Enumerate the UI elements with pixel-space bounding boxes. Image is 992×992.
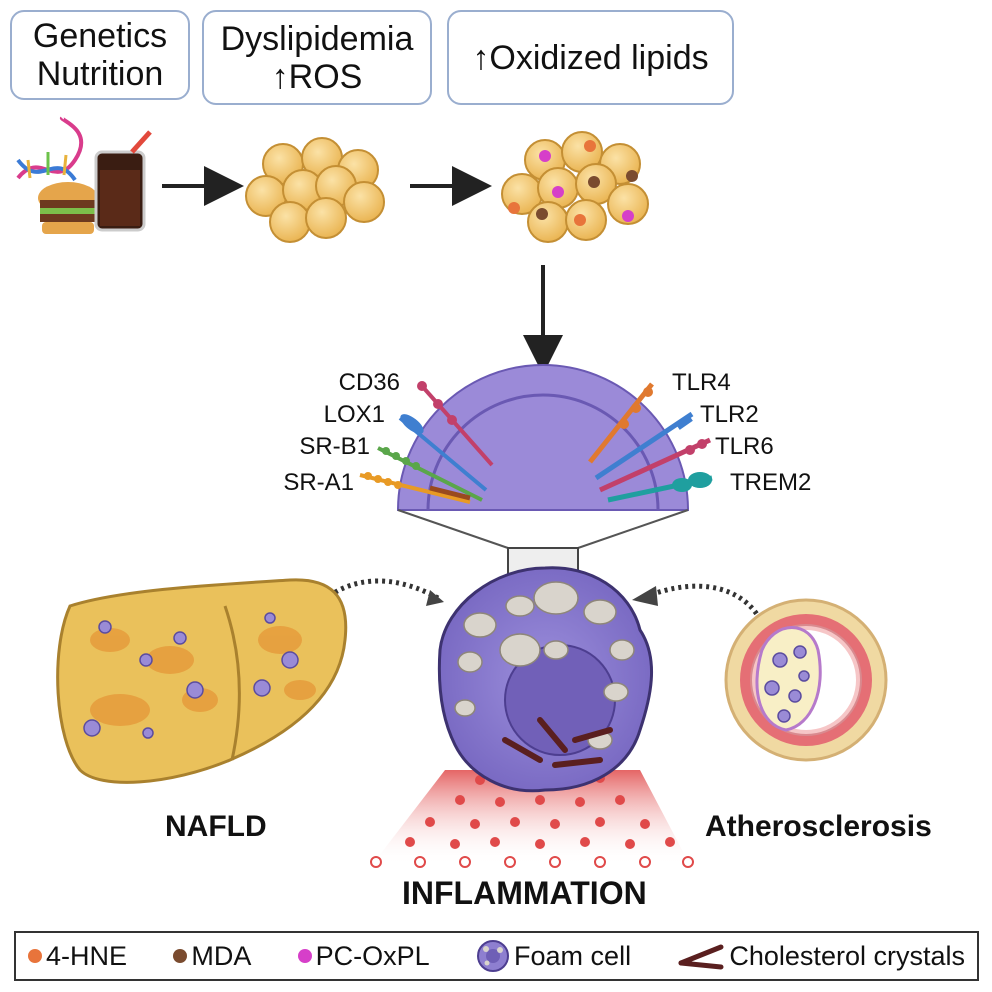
orange-dot-icon [28, 949, 42, 963]
foam-cell [437, 566, 653, 793]
atherosclerosis-label: Atherosclerosis [705, 810, 932, 843]
arrowhead-liver [426, 590, 444, 606]
receptor-label-trem2: TREM2 [730, 469, 812, 496]
receptor-label-tlr4: TLR4 [672, 369, 731, 396]
receptor-label-cd36: CD36 [338, 369, 400, 396]
cell-membrane-receptors [359, 364, 713, 511]
legend-item-4hne: 4-HNE [28, 941, 127, 972]
legend-label-4hne: 4-HNE [46, 940, 128, 971]
zoom-line-right [577, 509, 689, 549]
legend-label-crystals: Cholesterol crystals [729, 940, 965, 971]
box2-line1: Dyslipidemia [220, 19, 414, 58]
inflammation-gradient [370, 770, 694, 868]
receptor-label-sra1: SR-A1 [283, 469, 354, 496]
legend-item-mda: MDA [173, 941, 251, 972]
dyslipidemia-box: Dyslipidemia ↑ROS [202, 10, 432, 105]
oxidized-lipids-box: ↑Oxidized lipids [447, 10, 734, 105]
brown-dot-icon [173, 949, 188, 963]
receptor-label-tlr2: TLR2 [700, 401, 759, 428]
box3-line1: ↑Oxidized lipids [472, 38, 709, 77]
receptor-label-tlr6: TLR6 [715, 433, 774, 460]
legend-label-mda: MDA [191, 940, 252, 971]
arrowhead-artery [632, 586, 658, 606]
lipid-droplets-cluster [245, 137, 385, 243]
dashed-arrow-artery [649, 583, 773, 661]
zoom-line-left [397, 509, 509, 549]
box2-line2: ↑ROS [271, 57, 363, 96]
legend-item-pcoxpl: PC-OxPL [297, 940, 430, 972]
oxidized-lipid-cluster [501, 131, 649, 243]
receptor-label-srb1: SR-B1 [299, 433, 370, 460]
legend-label-foam-cell: Foam cell [514, 940, 632, 971]
box1-line1: Genetics [32, 17, 168, 55]
genetics-nutrition-box: Genetics Nutrition [10, 10, 190, 100]
legend: 4-HNE MDA PC-OxPL Foam cell Cholesterol … [14, 931, 979, 981]
artery-atherosclerosis [724, 598, 888, 762]
liver-nafld [56, 578, 348, 784]
legend-item-crystals: Cholesterol crystals [677, 941, 965, 972]
cholesterol-crystal-icon [678, 944, 724, 970]
legend-label-pcoxpl: PC-OxPL [315, 940, 430, 971]
box1-line2: Nutrition [36, 55, 164, 93]
inflammation-label: INFLAMMATION [402, 875, 647, 911]
legend-item-foam-cell: Foam cell [476, 939, 631, 973]
nutrition-genetics-icon [16, 116, 152, 234]
foam-cell-icon [477, 940, 510, 972]
nafld-label: NAFLD [165, 810, 267, 843]
receptor-label-lox1: LOX1 [323, 401, 385, 428]
magenta-dot-icon [297, 949, 312, 963]
